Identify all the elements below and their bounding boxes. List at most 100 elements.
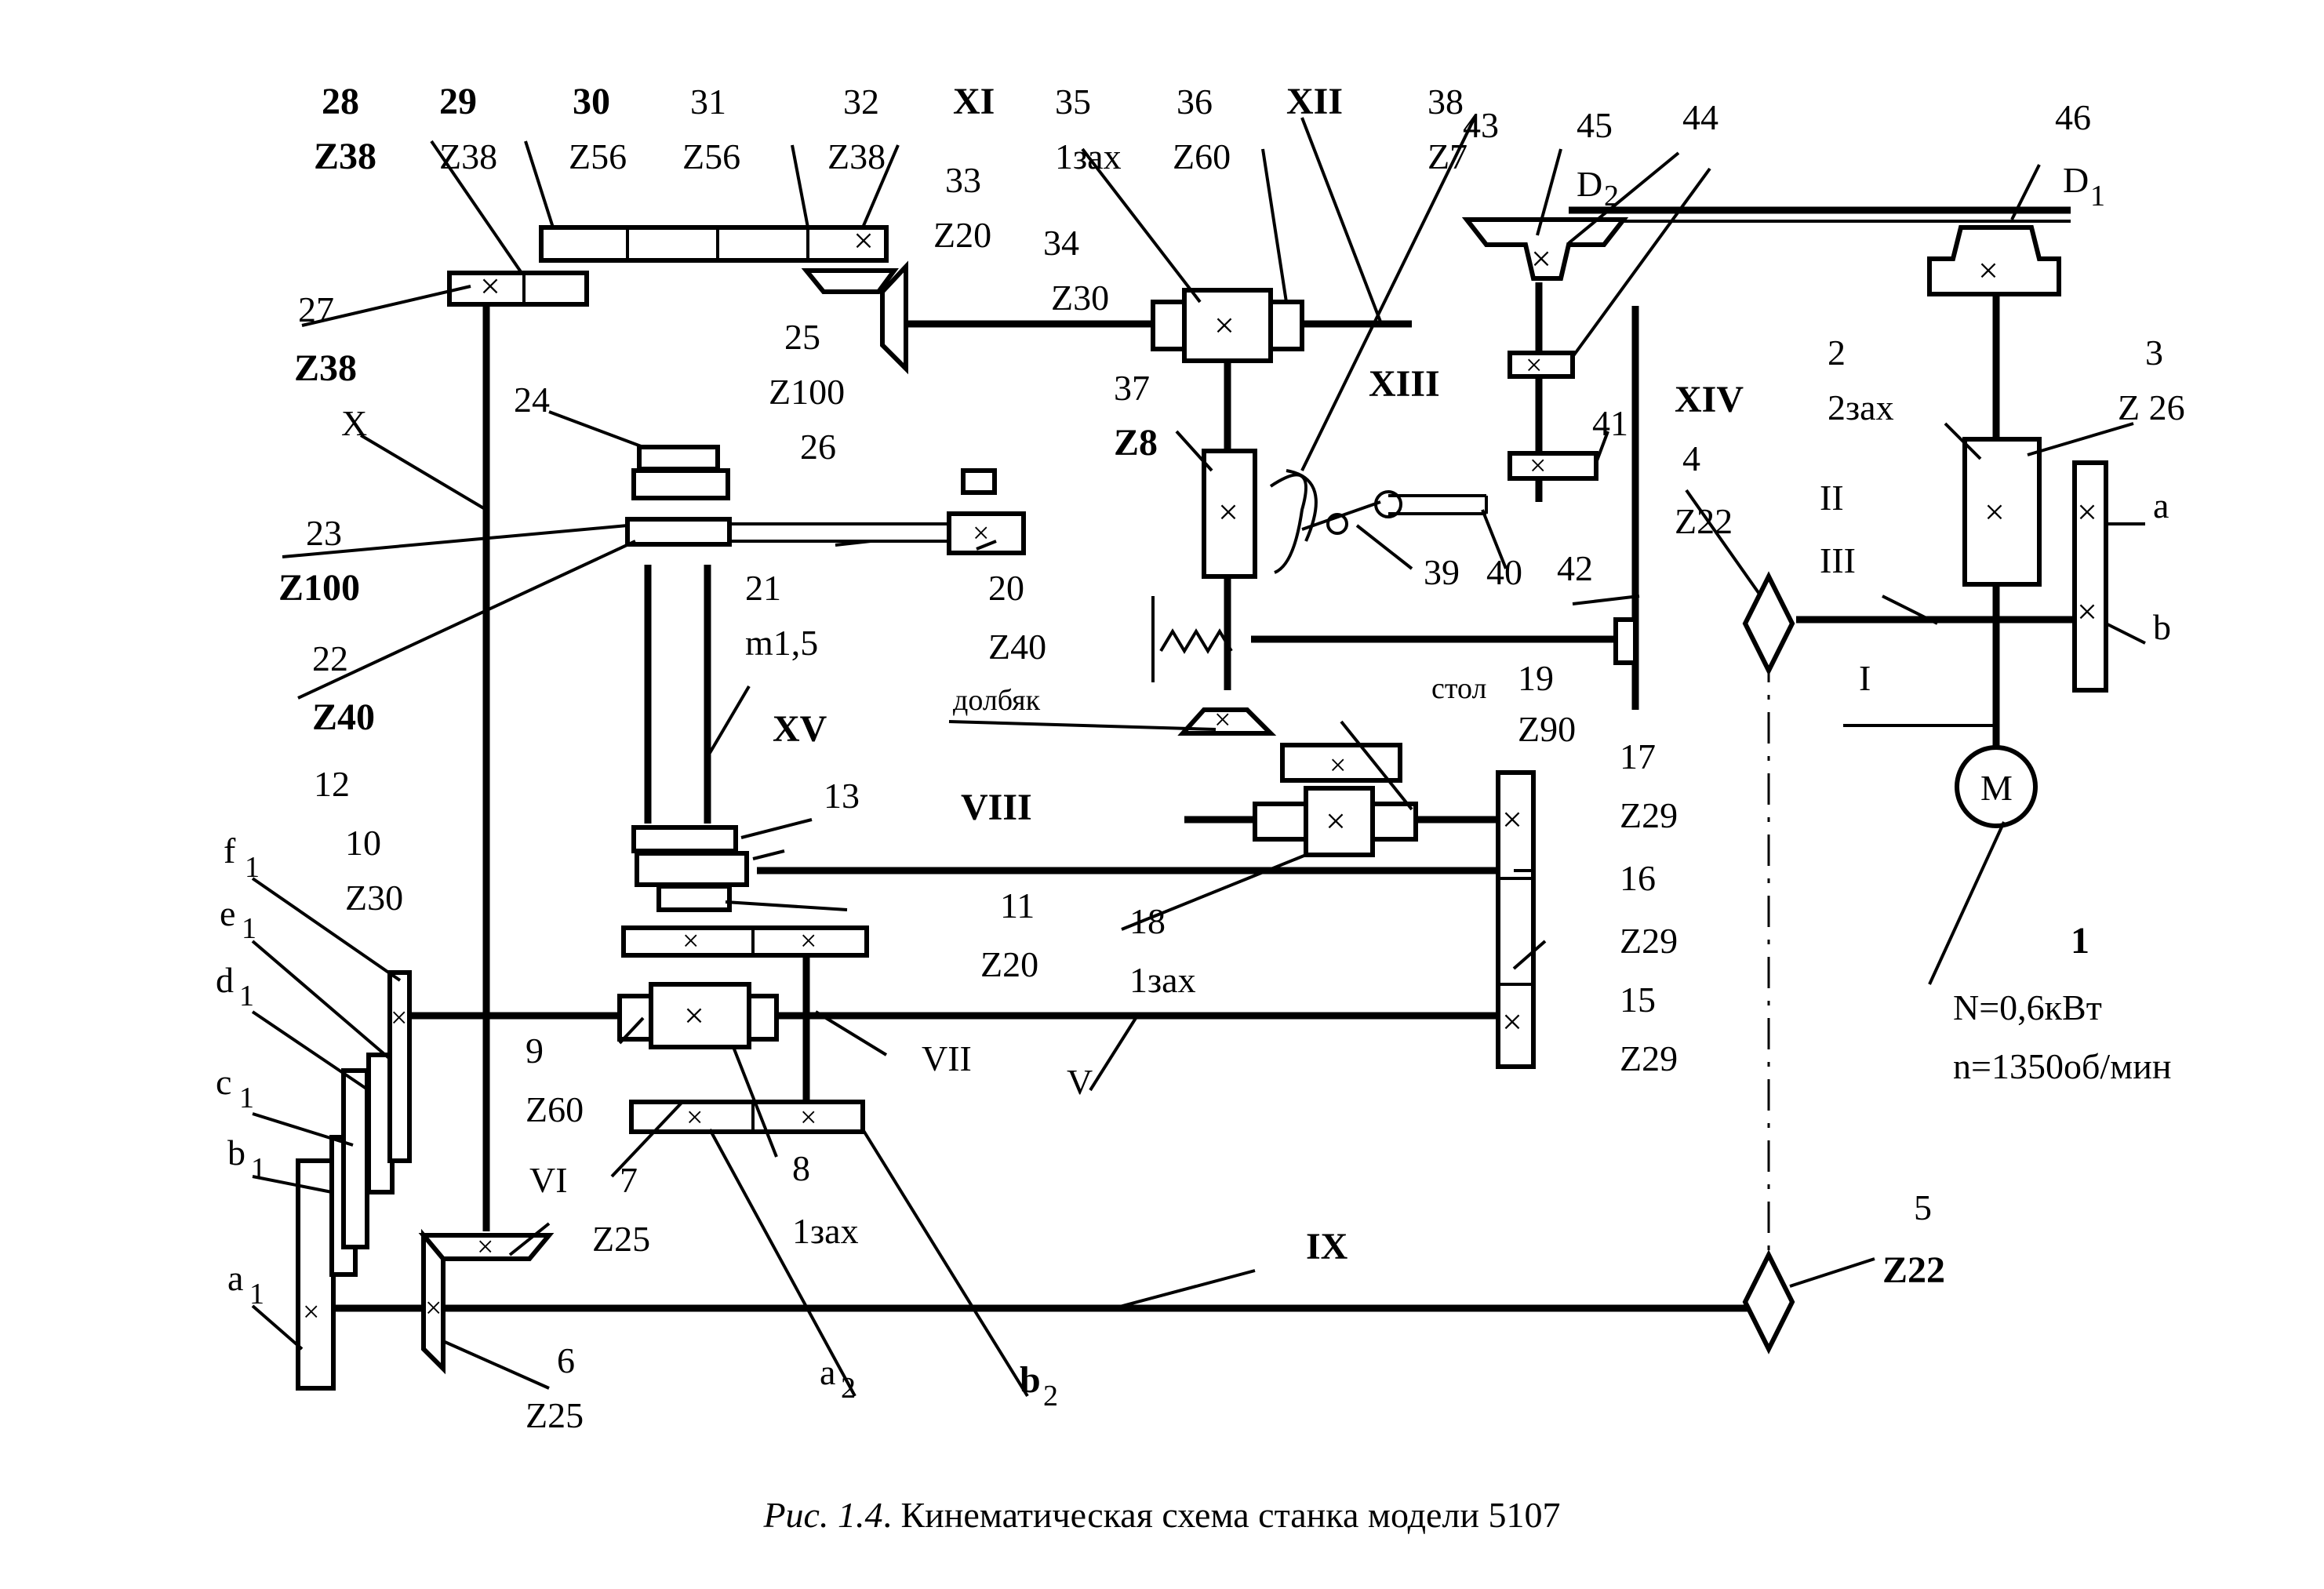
label-8: 8	[792, 1148, 810, 1188]
figure-caption: Рис. 1.4. Кинематическая схема станка мо…	[0, 1494, 2324, 1536]
svg-text:×: ×	[477, 1231, 493, 1264]
label-20: 20	[988, 568, 1024, 608]
label-a1-sub: 1	[249, 1278, 264, 1311]
label-4: 4	[1682, 438, 1700, 478]
label-18: 18	[1129, 901, 1166, 941]
label-c1-sub: 1	[239, 1082, 254, 1114]
label-b2: b	[1020, 1359, 1041, 1401]
label-42: 42	[1557, 548, 1593, 588]
label-5-teeth: Z22	[1882, 1249, 1945, 1291]
label-25-teeth: Z100	[769, 372, 845, 412]
label-f1-sub: 1	[245, 851, 260, 884]
label-c1: c	[216, 1062, 231, 1102]
svg-text:×: ×	[800, 925, 816, 958]
label-D1-sub: 1	[2090, 180, 2105, 213]
label-36-teeth: Z60	[1173, 136, 1231, 176]
label-21: 21	[745, 568, 781, 608]
svg-text:×: ×	[686, 1101, 703, 1134]
label-2-value: 2зах	[1828, 387, 1894, 427]
label-22: 22	[312, 638, 348, 678]
caption-prefix: Рис. 1.4	[763, 1495, 883, 1535]
label-9-teeth: Z60	[526, 1089, 584, 1129]
svg-text:×: ×	[480, 266, 500, 306]
svg-text:×: ×	[1978, 250, 1998, 290]
label-3-teeth: Z 26	[2118, 387, 2185, 427]
motor-power: N=0,6кВт	[1953, 987, 2102, 1027]
shaft-XI: XI	[953, 81, 995, 122]
label-19: 19	[1518, 658, 1554, 698]
label-33: 33	[945, 160, 981, 200]
label-e1-sub: 1	[242, 912, 256, 945]
label-3: 3	[2145, 333, 2163, 373]
label-38-teeth: Z7	[1427, 136, 1468, 176]
svg-text:×: ×	[303, 1296, 319, 1329]
label-23-teeth: Z100	[278, 567, 360, 609]
shaft-VI: VI	[529, 1160, 568, 1200]
label-31: 31	[690, 82, 726, 122]
label-37: 37	[1114, 368, 1150, 408]
svg-text:×: ×	[2077, 492, 2097, 532]
label-23: 23	[306, 513, 342, 553]
svg-text:×: ×	[1502, 799, 1522, 839]
label-27-teeth: Z38	[294, 347, 357, 389]
label-34: 34	[1043, 223, 1079, 263]
svg-text:×: ×	[1531, 238, 1551, 278]
gear-elements: × × × × × × × × ×	[296, 217, 2108, 1391]
label-28: 28	[322, 81, 359, 122]
shaft-XV: XV	[773, 708, 827, 750]
svg-text:×: ×	[973, 517, 989, 550]
label-f1: f	[224, 831, 236, 871]
label-D2-sub: 2	[1604, 180, 1619, 213]
label-44: 44	[1682, 97, 1718, 137]
label-29-teeth: Z38	[439, 136, 497, 176]
label-38: 38	[1427, 82, 1464, 122]
label-d1: d	[216, 960, 234, 1000]
motor-speed: n=1350об/мин	[1953, 1046, 2171, 1086]
shaft-XIII: XIII	[1369, 363, 1440, 405]
label-28-teeth: Z38	[314, 136, 376, 177]
label-b1: b	[227, 1133, 245, 1173]
label-7: 7	[620, 1160, 638, 1200]
label-a: a	[2153, 485, 2169, 525]
label-8-value: 1зах	[792, 1211, 859, 1251]
label-d1-sub: 1	[239, 980, 254, 1013]
svg-text:×: ×	[1529, 449, 1546, 482]
label-D1: D	[2063, 160, 2089, 200]
svg-text:×: ×	[1502, 1002, 1522, 1042]
label-18-value: 1зах	[1129, 960, 1196, 1000]
label-17: 17	[1620, 736, 1656, 776]
svg-text:×: ×	[2077, 591, 2097, 631]
label-9: 9	[526, 1031, 544, 1071]
label-dolbyak: долбяк	[953, 684, 1041, 717]
label-33-teeth: Z20	[933, 215, 991, 255]
label-15: 15	[1620, 980, 1656, 1020]
svg-text:×: ×	[1214, 704, 1231, 736]
label-39: 39	[1424, 552, 1460, 592]
label-6: 6	[557, 1340, 575, 1380]
label-a2-sub: 2	[841, 1372, 856, 1405]
label-stol: стол	[1431, 672, 1486, 705]
label-29: 29	[439, 81, 477, 122]
shaft-IX: IX	[1306, 1226, 1348, 1267]
shaft-V: V	[1067, 1062, 1093, 1102]
svg-text:×: ×	[425, 1292, 442, 1325]
label-b2-sub: 2	[1043, 1380, 1058, 1413]
svg-text:×: ×	[682, 925, 699, 958]
label-17-teeth: Z29	[1620, 795, 1678, 835]
shaft-XIV: XIV	[1675, 379, 1744, 420]
svg-text:×: ×	[1329, 749, 1346, 782]
label-22-teeth: Z40	[312, 696, 375, 738]
label-15-teeth: Z29	[1620, 1038, 1678, 1078]
label-16-teeth: Z29	[1620, 921, 1678, 961]
shaft-lines	[329, 206, 2079, 1325]
svg-text:×: ×	[1218, 492, 1238, 532]
motor-symbol: M	[1980, 768, 2013, 808]
label-34-teeth: Z30	[1051, 278, 1109, 318]
label-46: 46	[2055, 97, 2091, 137]
motor-number: 1	[2071, 920, 2089, 962]
caption-text: . Кинематическая схема станка модели 510…	[882, 1495, 1561, 1535]
label-10-teeth: Z30	[345, 878, 403, 918]
label-30-teeth: Z56	[569, 136, 627, 176]
label-45: 45	[1577, 105, 1613, 145]
label-41: 41	[1592, 403, 1628, 443]
